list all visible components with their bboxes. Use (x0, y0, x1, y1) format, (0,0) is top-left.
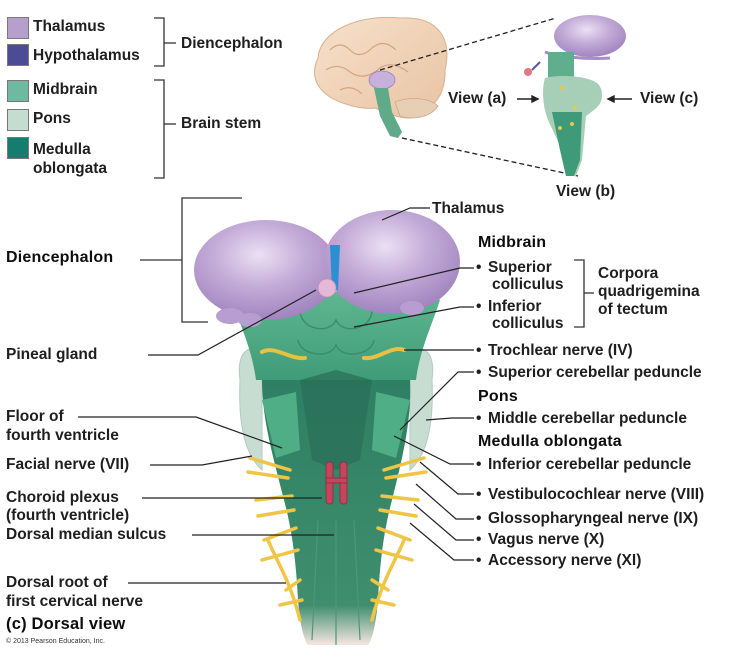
thalamus-left (194, 220, 338, 320)
cranial-nerves (246, 456, 428, 622)
glossopharyngeal-bullet: • (476, 510, 482, 527)
view-b-label: View (b) (556, 183, 616, 200)
corpora-quadrigemina-label-2: quadrigemina (598, 283, 700, 300)
legend-group-diencephalon: Diencephalon (181, 35, 283, 52)
diencephalon-bracket (140, 197, 242, 323)
thalamus-right (324, 210, 460, 314)
choroid-plexus-label-2: (fourth ventricle) (6, 507, 130, 524)
pineal-gland (317, 278, 337, 298)
legend-swatch-medulla (7, 137, 29, 159)
main-brainstem (194, 210, 460, 645)
floor-fourth-ventricle-label-2: fourth ventricle (6, 427, 119, 444)
floor-fourth-ventricle-label-1: Floor of (6, 408, 64, 425)
dorsal-root-label-2: first cervical nerve (6, 593, 144, 610)
superior-cerebellar-peduncle-label: Superior cerebellar peduncle (488, 364, 702, 381)
superior-colliculus-label-1: Superior (488, 259, 552, 276)
inset-whole-brain (314, 16, 448, 138)
corpora-bracket (574, 259, 594, 328)
legend-label-oblongata: oblongata (33, 160, 108, 177)
middle-peduncle-bullet: • (476, 410, 482, 427)
corpora-quadrigemina-label-3: of tectum (598, 301, 668, 318)
medulla-oblongata-header: Medulla oblongata (478, 433, 622, 450)
diencephalon-label: Diencephalon (6, 249, 114, 266)
inset-arrows (517, 94, 632, 104)
dorsal-root-label-1: Dorsal root of (6, 574, 108, 591)
legend-swatch-pons (7, 109, 29, 131)
view-a-label: View (a) (448, 90, 507, 107)
third-ventricle (330, 245, 340, 290)
fourth-ventricle-floor (300, 370, 372, 470)
vagus-bullet: • (476, 531, 482, 548)
view-c-label: View (c) (640, 90, 699, 107)
legend-label-thalamus: Thalamus (33, 18, 106, 35)
legend-swatch-midbrain (7, 80, 29, 102)
inset-dashed-lines (379, 17, 579, 177)
cerebellar-peduncle-right (372, 392, 410, 458)
legend-swatch-hypothalamus (7, 44, 29, 66)
inferior-colliculus-label-1: Inferior (488, 298, 542, 315)
legend-group-brainstem: Brain stem (181, 115, 262, 132)
cerebellar-peduncle-left (262, 392, 300, 458)
legend-label-hypothalamus: Hypothalamus (33, 47, 140, 64)
superior-colliculus-bullet: • (476, 259, 482, 276)
corpora-quadrigemina-label-1: Corpora (598, 265, 659, 282)
pons-header: Pons (478, 388, 518, 405)
figure-caption: (c) Dorsal view (6, 615, 126, 633)
inferior-peduncle-bullet: • (476, 456, 482, 473)
trochlear-nerve-left (260, 348, 307, 361)
legend-label-pons: Pons (33, 110, 71, 127)
legend-bracket-diencephalon (154, 17, 176, 67)
midbrain-header: Midbrain (478, 234, 547, 251)
vestibulocochlear-bullet: • (476, 486, 482, 503)
trochlear-nerve-label: Trochlear nerve (IV) (488, 342, 633, 359)
pineal-gland-label: Pineal gland (6, 346, 98, 363)
choroid-plexus (325, 461, 348, 505)
vagus-nerve-label: Vagus nerve (X) (488, 531, 605, 548)
glossopharyngeal-nerve-label: Glossopharyngeal nerve (IX) (488, 510, 699, 527)
legend-swatch-thalamus (7, 17, 29, 39)
middle-cerebellar-peduncle-label: Middle cerebellar peduncle (488, 410, 687, 427)
inferior-cerebellar-peduncle-label: Inferior cerebellar peduncle (488, 456, 692, 473)
leader-lines (78, 207, 474, 584)
legend-label-midbrain: Midbrain (33, 81, 98, 98)
thalamus-label: Thalamus (432, 200, 505, 217)
dorsal-median-sulcus-label: Dorsal median sulcus (6, 526, 167, 543)
trochlear-nerve-right (362, 346, 406, 361)
inferior-colliculus-bullet: • (476, 298, 482, 315)
facial-nerve-label: Facial nerve (VII) (6, 456, 130, 473)
copyright: © 2013 Pearson Education, Inc. (6, 638, 105, 645)
trochlear-bullet: • (476, 342, 482, 359)
legend-label-medulla: Medulla (33, 141, 91, 158)
legend-bracket-brainstem (154, 79, 176, 179)
superior-peduncle-bullet: • (476, 364, 482, 381)
inset-brainstem (524, 15, 626, 176)
choroid-plexus-label-1: Choroid plexus (6, 489, 119, 506)
accessory-bullet: • (476, 552, 482, 569)
accessory-nerve-label: Accessory nerve (XI) (488, 552, 642, 569)
inferior-colliculus-label-2: colliculus (492, 315, 564, 332)
vestibulocochlear-nerve-label: Vestibulocochlear nerve (VIII) (488, 486, 705, 503)
superior-colliculus-label-2: colliculus (492, 276, 564, 293)
